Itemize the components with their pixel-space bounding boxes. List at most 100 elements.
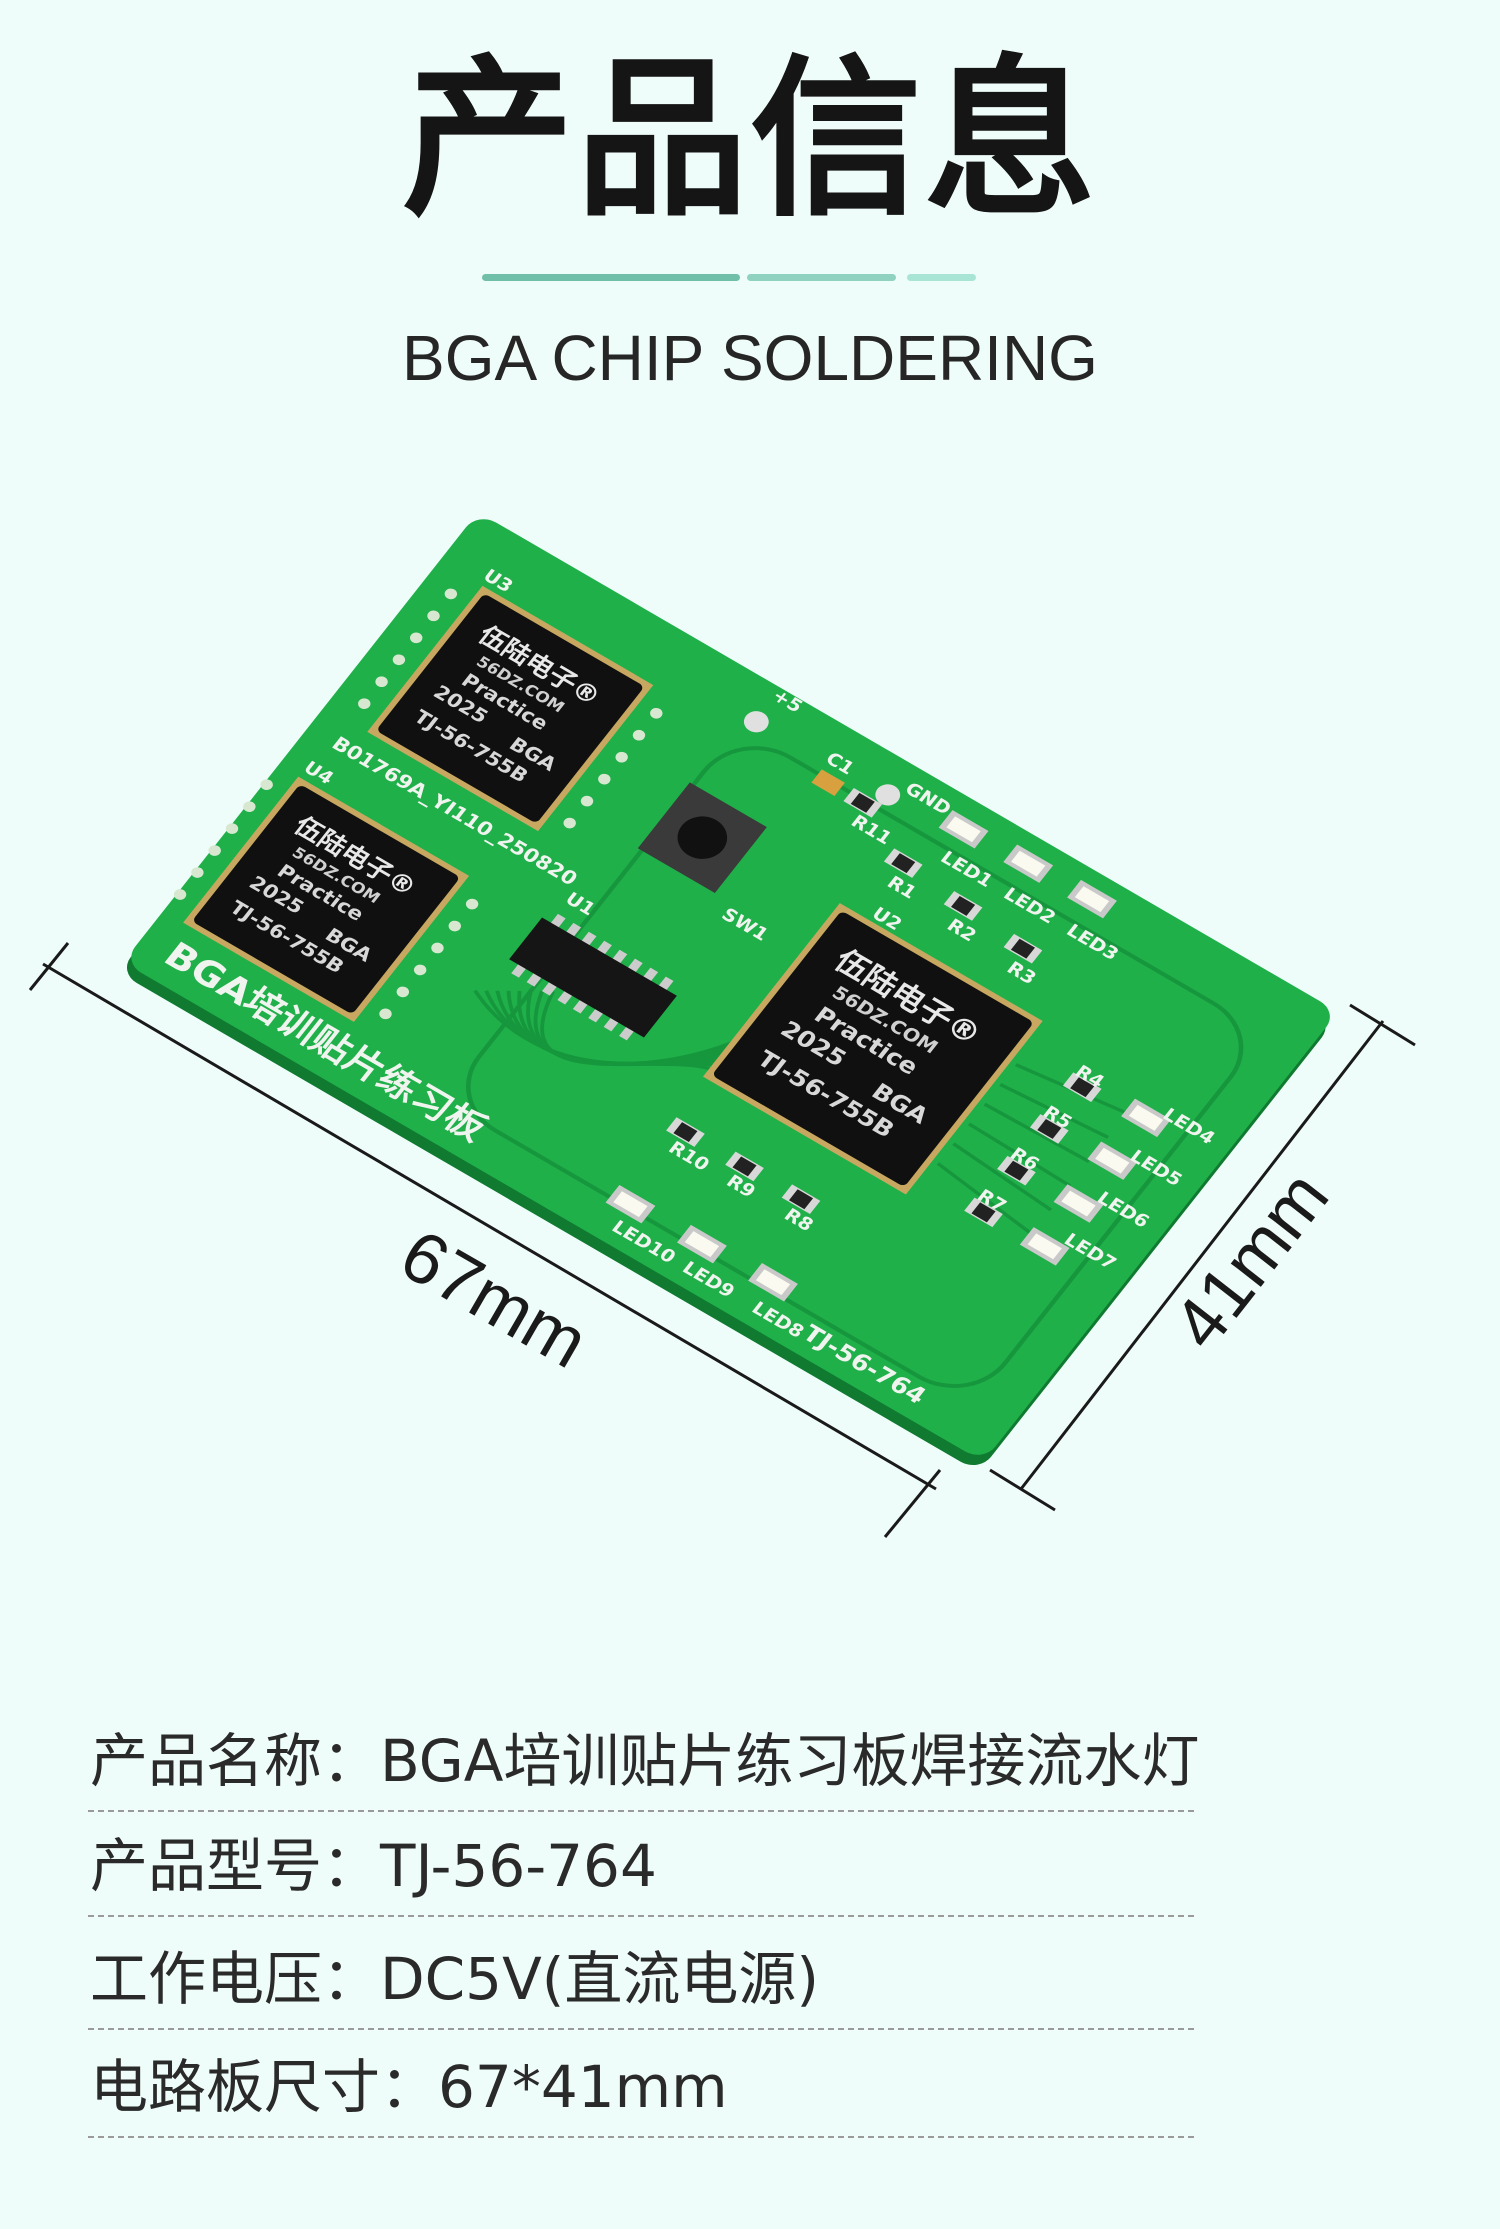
pcb-via [650,707,663,719]
push-button-sw1 [637,782,767,893]
led-lens [946,816,981,843]
resistor-r5 [1029,1114,1069,1144]
pcb-trace [983,1102,1091,1164]
led-2 [1003,844,1054,883]
led-lens [1061,1190,1096,1217]
divider [88,1810,1194,1812]
product-photo: 67mm 41mm 伍陆电子®56DZ.COMPractice2025BGATJ… [28,519,1416,1538]
pcb-via [413,964,427,976]
spec-row-size: 电路板尺寸：67*41mm [88,2038,1194,2138]
pcb-via [225,823,239,834]
resistor-r7 [964,1197,1003,1228]
pcb-via [410,632,423,644]
resistor-r3 [1003,933,1043,964]
led-lens [1128,1104,1164,1131]
led-1 [938,810,989,849]
led-3 [1067,879,1117,919]
resistor-top [891,853,916,874]
dimension-length [28,942,942,1538]
spec-row-voltage: 工作电压：DC5V(直流电源) [88,1930,1194,2030]
resistor-r6 [997,1155,1036,1186]
pcb-via [598,773,611,785]
divider [88,1915,1194,1917]
resistor-top [971,1202,996,1223]
spec-row-name: 产品名称：BGA培训贴片练习板焊接流水灯 [88,1712,1199,1812]
resistor-top [788,1189,814,1210]
pcb-via [632,729,646,741]
resistor-top [951,895,976,916]
pcb-via [448,920,461,932]
spec-value: BGA培训贴片练习板焊接流水灯 [380,1727,1200,1795]
power-pad [743,711,769,733]
pcb-via [191,867,204,878]
led-lens [1074,886,1110,913]
bga-chip-body [194,786,459,1013]
pcb-via [444,588,458,600]
resistor-r1 [883,848,923,878]
resistor-r8 [781,1184,821,1215]
led-4 [1121,1098,1171,1138]
spec-value: TJ-56-764 [380,1832,657,1900]
pcb-via [580,795,594,807]
pcb-via [173,889,187,900]
led-10 [605,1184,656,1224]
accent-bar-1 [482,274,740,281]
led-5 [1087,1141,1138,1180]
pcb-via [375,676,388,688]
pcb-trace [936,1162,1034,1236]
pcb-via [243,801,256,812]
led-lens [1011,850,1046,877]
led-9 [677,1224,727,1264]
accent-bar-2 [747,274,896,281]
spec-value: DC5V(直流电源) [380,1945,820,2013]
pcb-via [427,610,440,622]
resistor-r11 [843,788,883,818]
pcb-via [431,942,444,954]
spec-label: 工作电压： [90,1945,381,2013]
resistor-top [1070,1077,1095,1098]
resistor-r10 [666,1117,705,1147]
soic-chip-u1 [509,913,677,1041]
dimension-length-label: 67mm [387,1215,600,1384]
resistor-top [1010,938,1035,959]
pcb-via [615,751,628,763]
led-lens [755,1269,791,1296]
pcb-via [563,817,576,829]
capacitor-c1 [811,769,845,796]
pcb-trace [967,1122,1072,1188]
led-lens [613,1191,648,1218]
resistor-top [1004,1160,1029,1181]
spec-label: 电路板尺寸： [90,2053,439,2121]
page-subtitle: BGA CHIP SOLDERING [402,322,1098,394]
pcb-traces [473,989,1129,1236]
resistor-top [673,1122,698,1143]
resistor-r2 [943,891,983,921]
ground-pad [875,784,901,806]
resistor-r9 [725,1151,764,1182]
pcb-via [396,986,410,998]
led-7 [1019,1227,1070,1266]
dimension-width [989,1003,1416,1512]
switch-cap [677,816,728,859]
pcb-trace [952,1142,1053,1212]
resistor-top [850,792,875,813]
spec-label: 产品名称： [90,1727,381,1795]
led-lens [1095,1147,1130,1174]
spec-label: 产品型号： [90,1832,381,1900]
led-lens [684,1231,720,1258]
soic-chip-body [509,917,677,1038]
pcb-trace [999,1082,1110,1139]
bga-chip-body [713,912,1032,1186]
resistor-top [732,1156,757,1177]
pcb-via [358,698,371,710]
page-title: 产品信息 [402,39,1098,240]
led-lens [1027,1233,1062,1260]
resistor-r4 [1062,1072,1102,1103]
pcb-via [208,845,221,856]
pcb-trace [540,990,728,1077]
pcb-via [465,898,479,910]
bga-chip-body [378,595,643,822]
